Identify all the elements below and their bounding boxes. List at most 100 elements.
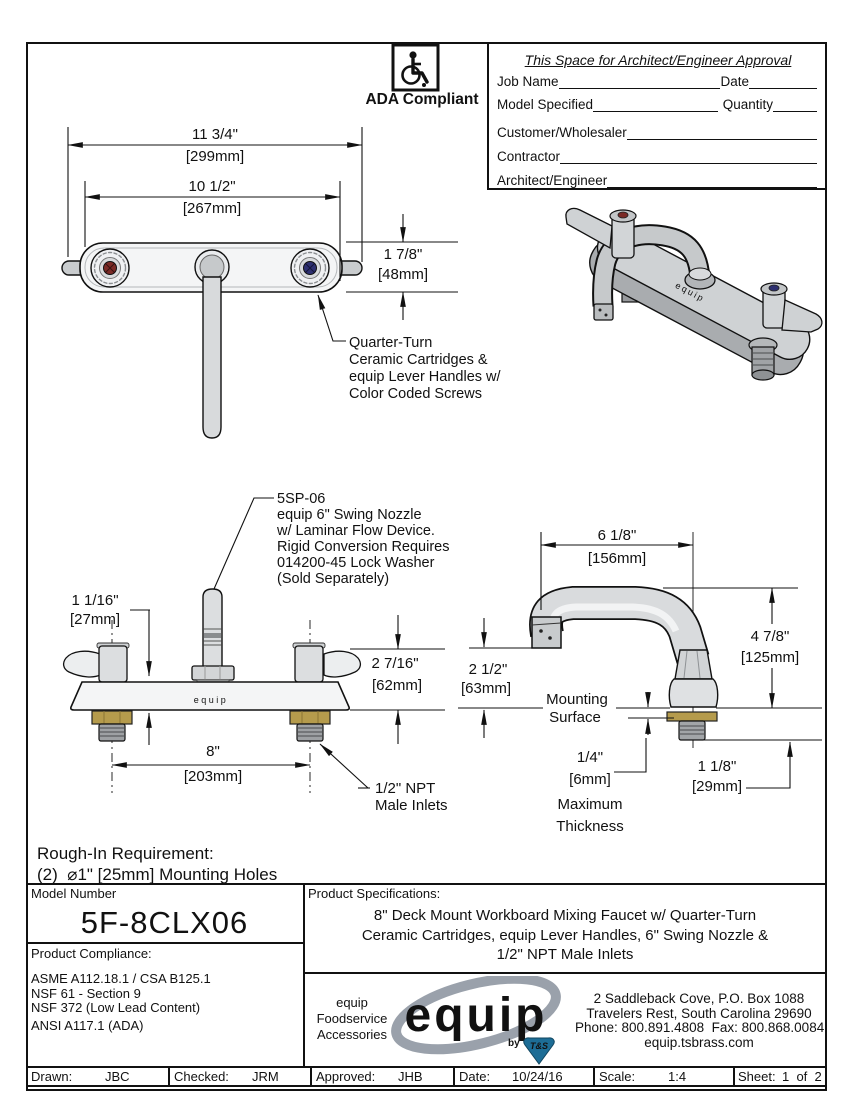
svg-text:11 3/4": 11 3/4" <box>192 126 238 143</box>
front-right-inlet <box>289 710 331 742</box>
svg-text:Surface: Surface <box>549 709 601 726</box>
date-line <box>749 87 817 89</box>
svg-text:Male Inlets: Male Inlets <box>375 797 448 814</box>
isometric-view-drawing: equip <box>565 207 823 381</box>
side-outlet <box>531 616 562 649</box>
svg-text:[48mm]: [48mm] <box>378 266 428 283</box>
front-right-handle <box>323 650 362 678</box>
architect-label: Architect/Engineer <box>497 173 608 188</box>
svg-text:5SP-06: 5SP-06 <box>277 491 325 507</box>
equip-logo-text: equip <box>405 989 548 1042</box>
svg-text:[62mm]: [62mm] <box>372 677 422 694</box>
equip-logo-swoosh <box>391 976 561 1055</box>
product-compliance-list: ASME A112.18.1 / CSA B125.1 NSF 61 - Sec… <box>31 971 211 1033</box>
svg-text:Color Coded Screws: Color Coded Screws <box>349 386 482 402</box>
ada-wheelchair-icon <box>391 43 440 92</box>
tagline-line: Accessories <box>316 1027 388 1042</box>
top-view-callout: Quarter-Turn Ceramic Cartridges & equip … <box>349 335 502 402</box>
drawn-label: Drawn: <box>31 1069 73 1084</box>
product-specs-text: 8" Deck Mount Workboard Mixing Faucet w/… <box>303 906 827 965</box>
iso-left-handle <box>565 207 637 259</box>
svg-text:4 7/8": 4 7/8" <box>751 628 790 645</box>
svg-text:8": 8" <box>206 743 220 760</box>
brand-tagline: equip Foodservice Accessories <box>306 995 398 1043</box>
titleblock-top-line <box>26 883 827 885</box>
front-view-dimensions <box>111 497 445 789</box>
front-view-nozzle-callout: 5SP-06 equip 6" Swing Nozzle w/ Laminar … <box>276 491 449 587</box>
customer-label: Customer/Wholesaler <box>497 125 627 140</box>
checked-label: Checked: <box>174 1069 229 1084</box>
svg-text:(Sold Separately): (Sold Separately) <box>277 571 389 587</box>
model-specified-line <box>593 110 718 112</box>
footer-divider-5 <box>733 1066 735 1085</box>
compliance-item: NSF 61 - Section 9 <box>31 985 141 1001</box>
footer-divider-4 <box>593 1066 595 1085</box>
svg-text:[27mm]: [27mm] <box>70 611 120 628</box>
front-left-handle <box>62 650 101 678</box>
date-label: Date <box>720 74 749 89</box>
job-name-line <box>558 87 721 89</box>
svg-text:equip 6" Swing Nozzle: equip 6" Swing Nozzle <box>277 507 422 523</box>
ts-shield-text: T&S <box>530 1041 548 1051</box>
svg-text:[125mm]: [125mm] <box>741 649 799 666</box>
approval-box: This Space for Architect/Engineer Approv… <box>487 42 827 190</box>
ada-compliant-label: ADA Compliant <box>365 91 479 108</box>
spec-line: 8" Deck Mount Workboard Mixing Faucet w/… <box>373 907 757 924</box>
svg-text:1/4": 1/4" <box>577 749 603 766</box>
svg-text:1/2" NPT: 1/2" NPT <box>375 780 435 797</box>
side-view-dimension-text: 6 1/8" [156mm] 2 1/2" [63mm] 4 7/8" [125… <box>461 527 799 835</box>
tagline-line: equip <box>336 995 368 1010</box>
footer-divider-3 <box>453 1066 455 1085</box>
brand-address: 2 Saddleback Cove, P.O. Box 1088 Travele… <box>575 991 825 1050</box>
top-cold-handle <box>290 248 330 288</box>
svg-text:1 1/8": 1 1/8" <box>698 758 737 775</box>
side-view-dimensions <box>458 532 822 789</box>
approved-label: Approved: <box>316 1069 376 1084</box>
top-hot-handle <box>90 248 130 288</box>
svg-text:Thickness: Thickness <box>556 818 624 835</box>
customer-line <box>626 138 817 140</box>
sheet-value: 1 of 2 <box>782 1069 822 1084</box>
top-nozzle-tube <box>202 276 222 439</box>
model-specified-label: Model Specified <box>497 97 594 112</box>
svg-text:[203mm]: [203mm] <box>184 768 242 785</box>
compliance-item: NSF 372 (Low Lead Content) <box>31 1000 201 1015</box>
top-view-dimensions <box>67 127 458 342</box>
side-view-drawing <box>529 532 719 748</box>
svg-text:w/ Laminar Flow Device.: w/ Laminar Flow Device. <box>276 523 435 539</box>
spec-line: 1/2" NPT Male Inlets <box>496 946 634 963</box>
address-line: Phone: 800.891.4808 Fax: 800.868.0084 <box>575 1020 825 1035</box>
address-line: equip.tsbrass.com <box>644 1034 754 1050</box>
svg-text:Rigid Conversion Requires: Rigid Conversion Requires <box>277 539 449 555</box>
contractor-label: Contractor <box>497 149 561 164</box>
address-line: 2 Saddleback Cove, P.O. Box 1088 <box>593 991 805 1006</box>
svg-text:Mounting: Mounting <box>546 691 608 708</box>
sheet-label: Sheet: <box>738 1069 776 1084</box>
svg-text:[29mm]: [29mm] <box>692 778 742 795</box>
svg-text:6 1/8": 6 1/8" <box>598 527 637 544</box>
svg-text:[63mm]: [63mm] <box>461 680 511 697</box>
front-view-dimension-text: 1 1/16" [27mm] 2 7/16" [62mm] 8" [203mm]… <box>70 592 448 814</box>
svg-text:Maximum: Maximum <box>557 796 622 813</box>
side-brass-washer <box>666 711 718 722</box>
svg-text:2 1/2": 2 1/2" <box>469 661 508 678</box>
architect-line <box>607 186 817 188</box>
svg-text:1 1/16": 1 1/16" <box>71 592 118 609</box>
approval-row-model: Model Specified Quantity <box>497 95 817 112</box>
front-body-label: equip <box>194 695 229 705</box>
approval-row-contractor: Contractor <box>497 147 817 164</box>
rough-in-note: Rough-In Requirement: (2) ⌀1" [25mm] Mou… <box>37 843 277 885</box>
svg-text:equip Lever Handles w/: equip Lever Handles w/ <box>349 369 502 385</box>
svg-text:[6mm]: [6mm] <box>569 771 611 788</box>
scale-value: 1:4 <box>668 1069 687 1084</box>
svg-text:[267mm]: [267mm] <box>183 200 241 217</box>
equip-logo: equip <box>391 976 561 1055</box>
address-line: Travelers Rest, South Carolina 29690 <box>586 1005 812 1021</box>
scale-label: Scale: <box>599 1069 636 1084</box>
approval-row-architect: Architect/Engineer <box>497 171 817 188</box>
product-specs-label: Product Specifications: <box>308 886 441 901</box>
model-compliance-divider <box>26 942 303 944</box>
approved-value: JHB <box>398 1069 423 1084</box>
